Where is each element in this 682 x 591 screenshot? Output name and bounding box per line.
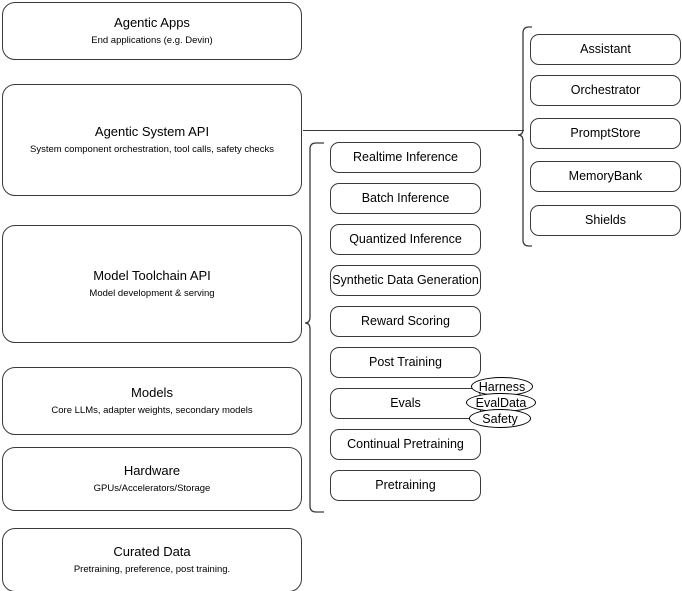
layer-title: Hardware bbox=[123, 463, 181, 478]
pill-label: Orchestrator bbox=[570, 83, 641, 97]
layer-subtitle: System component orchestration, tool cal… bbox=[30, 144, 274, 155]
stack-layer-agentic-apps[interactable]: Agentic Apps End applications (e.g. Devi… bbox=[2, 2, 302, 60]
pill-label: Assistant bbox=[580, 42, 631, 56]
layer-title: Model Toolchain API bbox=[93, 268, 211, 283]
stack-layer-agentic-system-api[interactable]: Agentic System API System component orch… bbox=[2, 84, 302, 196]
pill-label: Quantized Inference bbox=[349, 232, 462, 246]
badge-label: Harness bbox=[478, 379, 526, 394]
layer-title: Models bbox=[131, 385, 173, 400]
layer-title: Agentic System API bbox=[94, 124, 210, 139]
layer-subtitle: Core LLMs, adapter weights, secondary mo… bbox=[51, 405, 253, 416]
system-pill-assistant[interactable]: Assistant bbox=[530, 34, 681, 65]
pill-label: MemoryBank bbox=[568, 169, 643, 183]
toolchain-pill-quantized-inference[interactable]: Quantized Inference bbox=[330, 224, 481, 255]
pill-label: Post Training bbox=[369, 355, 442, 369]
pill-label: Evals bbox=[390, 396, 421, 410]
system-pill-shields[interactable]: Shields bbox=[530, 205, 681, 236]
stack-layer-models[interactable]: Models Core LLMs, adapter weights, secon… bbox=[2, 367, 302, 435]
evals-badge-harness[interactable]: Harness bbox=[471, 377, 533, 396]
system-pill-promptstore[interactable]: PromptStore bbox=[530, 118, 681, 149]
toolchain-pill-realtime-inference[interactable]: Realtime Inference bbox=[330, 142, 481, 173]
badge-label: Safety bbox=[482, 411, 518, 426]
toolchain-pill-post-training[interactable]: Post Training bbox=[330, 347, 481, 378]
layer-subtitle: GPUs/Accelerators/Storage bbox=[93, 483, 211, 494]
evals-badge-safety[interactable]: Safety bbox=[469, 409, 531, 428]
pill-label: Continual Pretraining bbox=[347, 437, 464, 451]
stack-layer-hardware[interactable]: Hardware GPUs/Accelerators/Storage bbox=[2, 447, 302, 511]
pill-label: Synthetic Data Generation bbox=[332, 273, 479, 287]
layer-subtitle: Model development & serving bbox=[89, 288, 215, 299]
layer-title: Curated Data bbox=[113, 544, 191, 559]
stack-layer-curated-data[interactable]: Curated Data Pretraining, preference, po… bbox=[2, 528, 302, 591]
toolchain-pill-pretraining[interactable]: Pretraining bbox=[330, 470, 481, 501]
pill-label: Batch Inference bbox=[361, 191, 450, 205]
pill-label: Shields bbox=[585, 213, 626, 227]
pill-label: PromptStore bbox=[570, 126, 641, 140]
badge-label: EvalData bbox=[475, 395, 527, 410]
layer-subtitle: End applications (e.g. Devin) bbox=[91, 35, 213, 46]
evals-badge-evaldata[interactable]: EvalData bbox=[466, 393, 536, 412]
toolchain-pill-reward-scoring[interactable]: Reward Scoring bbox=[330, 306, 481, 337]
toolchain-pill-evals[interactable]: Evals bbox=[330, 388, 481, 419]
layer-title: Agentic Apps bbox=[114, 15, 190, 30]
connector-system-api-to-components bbox=[303, 129, 524, 131]
toolchain-pill-synthetic-data-generation[interactable]: Synthetic Data Generation bbox=[330, 265, 481, 296]
pill-label: Reward Scoring bbox=[361, 314, 450, 328]
layer-subtitle: Pretraining, preference, post training. bbox=[73, 564, 231, 575]
toolchain-pill-continual-pretraining[interactable]: Continual Pretraining bbox=[330, 429, 481, 460]
system-pill-memorybank[interactable]: MemoryBank bbox=[530, 161, 681, 192]
pill-label: Pretraining bbox=[375, 478, 436, 492]
stack-layer-model-toolchain-api[interactable]: Model Toolchain API Model development & … bbox=[2, 225, 302, 343]
system-pill-orchestrator[interactable]: Orchestrator bbox=[530, 75, 681, 106]
bracket-system-components bbox=[517, 26, 532, 247]
pill-label: Realtime Inference bbox=[353, 150, 458, 164]
bracket-toolchain bbox=[304, 142, 324, 513]
toolchain-pill-batch-inference[interactable]: Batch Inference bbox=[330, 183, 481, 214]
